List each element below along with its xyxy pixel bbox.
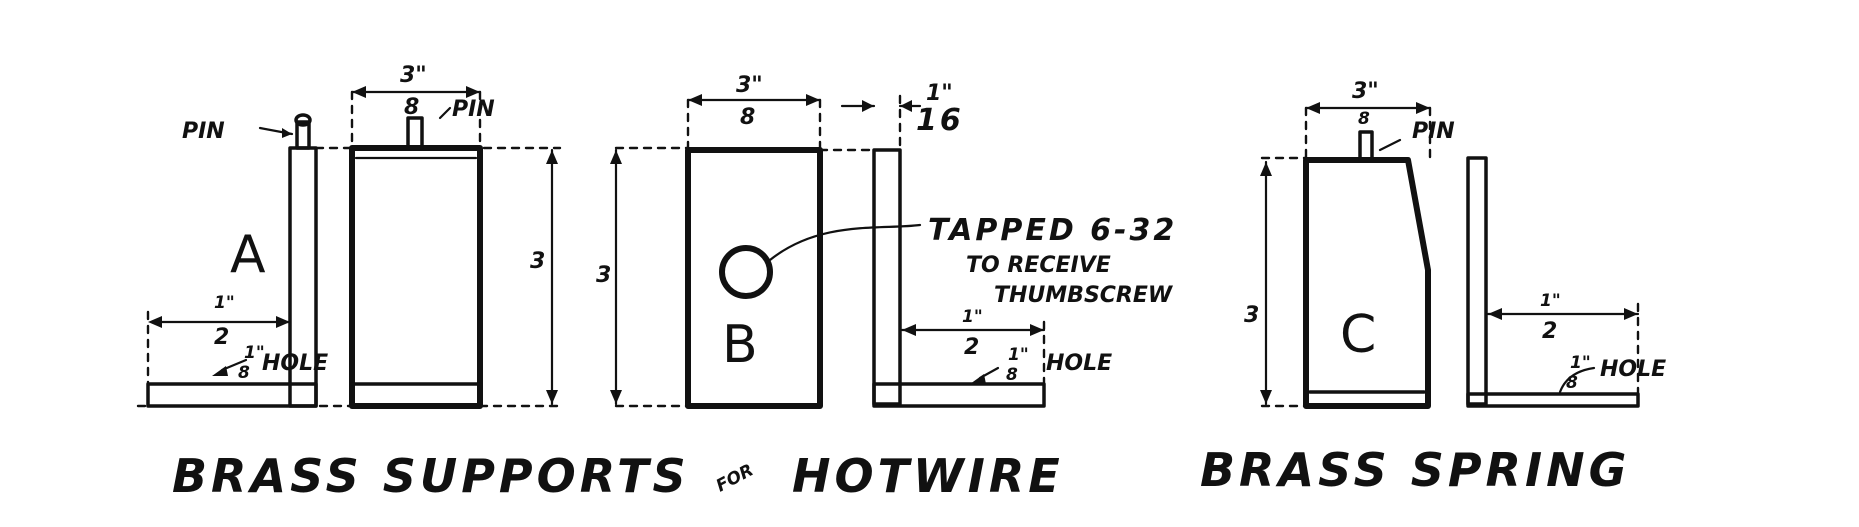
hole-label-c: HOLE [1600, 357, 1666, 382]
dim-b-width-arrow-l [688, 94, 702, 106]
part-b-upright [872, 148, 902, 406]
width-den-c: 8 [1358, 109, 1370, 129]
part-b-foot [872, 382, 1046, 408]
eighth-num-b: 1" [1008, 345, 1029, 365]
dim-c-half-arrow-r [1624, 308, 1638, 320]
part-a-pin [295, 120, 311, 150]
part-b-letter: B [722, 315, 758, 375]
dim-a-height-arrow-t [546, 150, 558, 164]
eighth-den-a: 8 [238, 363, 250, 383]
dim-v-a-label: 3 [530, 249, 545, 274]
part-a-foot [146, 382, 318, 408]
part-a-front-pin [406, 116, 424, 150]
pin-label-c: PIN [1412, 119, 1455, 144]
hole-arrowhead-b [970, 374, 986, 384]
pin-leader-c [1378, 138, 1402, 152]
half-den-c: 2 [1542, 319, 1557, 344]
part-b-side-view [840, 94, 1046, 408]
dim-b-height-arrow-t [610, 150, 622, 164]
caption-brass-spring: BRASS SPRING [1200, 443, 1630, 497]
pin-label-a: PIN [182, 119, 225, 144]
hole-label-a: HOLE [262, 351, 328, 376]
width-den-b: 8 [740, 105, 755, 130]
part-b-front-view [610, 94, 922, 409]
eighth-num-a: 1" [244, 343, 265, 363]
part-a-plate [349, 145, 483, 409]
width-den-a: 8 [404, 95, 419, 120]
thick-num-b: 1" [926, 81, 953, 106]
dim-v-b-label: 3 [596, 263, 611, 288]
part-a-front-view [136, 86, 562, 409]
dim-a-arrow-right [276, 316, 290, 328]
caption-brass-supports: BRASS SUPPORTS [172, 449, 690, 503]
half-num-a: 1" [214, 293, 235, 313]
dim-b-half-arrow-l [902, 324, 916, 336]
dim-c-width-arrow-l [1306, 102, 1320, 114]
width-num-a: 3" [400, 63, 427, 88]
dim-v-c-label: 3 [1244, 303, 1259, 328]
eighth-den-b: 8 [1006, 365, 1018, 385]
part-c-foot [1466, 392, 1640, 408]
thick-den-b: 16 [916, 103, 964, 138]
part-c-letter: C [1340, 305, 1376, 365]
half-den-a: 2 [214, 325, 229, 350]
width-num-b: 3" [736, 73, 763, 98]
part-c-pin [1358, 130, 1374, 162]
part-c-plate [1303, 157, 1431, 409]
half-num-c: 1" [1540, 291, 1561, 311]
dim-b-thick-arrow-r [900, 100, 912, 112]
part-a-letter: A [230, 225, 266, 285]
part-a-pin-head [294, 113, 312, 127]
part-a-side-view [146, 113, 318, 408]
dim-b-width-arrow-r [806, 94, 820, 106]
caption-hotwire: HOTWIRE [792, 449, 1064, 503]
part-c-side-view [1466, 156, 1640, 408]
width-num-c: 3" [1352, 79, 1379, 104]
pin-leader-a2 [438, 106, 452, 120]
hole-label-b: HOLE [1046, 351, 1112, 376]
half-den-b: 2 [964, 335, 979, 360]
eighth-den-c: 8 [1566, 373, 1578, 393]
receive-label: TO RECEIVE [966, 253, 1111, 278]
dim-a-width-arrow-r [466, 86, 480, 98]
dim-c-half-arrow-l [1488, 308, 1502, 320]
caption-for: FOR [713, 460, 757, 496]
dim-a-arrow-left [148, 316, 162, 328]
part-c-upright [1466, 156, 1488, 406]
dim-c-height-arrow-t [1260, 162, 1272, 176]
pin-arrowhead-a [282, 128, 292, 138]
dim-b-thick-arrow-l [862, 100, 874, 112]
eighth-num-c: 1" [1570, 353, 1591, 373]
dim-b-height-arrow-b [610, 390, 622, 404]
dim-a-width-arrow-l [352, 86, 366, 98]
dim-c-height-arrow-b [1260, 390, 1272, 404]
dim-a-height-arrow-b [546, 390, 558, 404]
half-num-b: 1" [962, 307, 983, 327]
tapped-leader [768, 223, 922, 262]
hole-leader-c [1558, 366, 1596, 394]
dim-b-half-arrow-r [1030, 324, 1044, 336]
part-c-front-view [1260, 102, 1432, 409]
hole-arrowhead-a [212, 366, 228, 376]
tapped-label: TAPPED 6-32 [928, 213, 1177, 248]
thumbscrew-label: THUMBSCREW [994, 283, 1174, 308]
part-b-tapped-hole [719, 245, 773, 299]
dim-c-width-arrow-r [1416, 102, 1430, 114]
pin-label-a2: PIN [452, 97, 495, 122]
part-b-plate [685, 147, 823, 409]
